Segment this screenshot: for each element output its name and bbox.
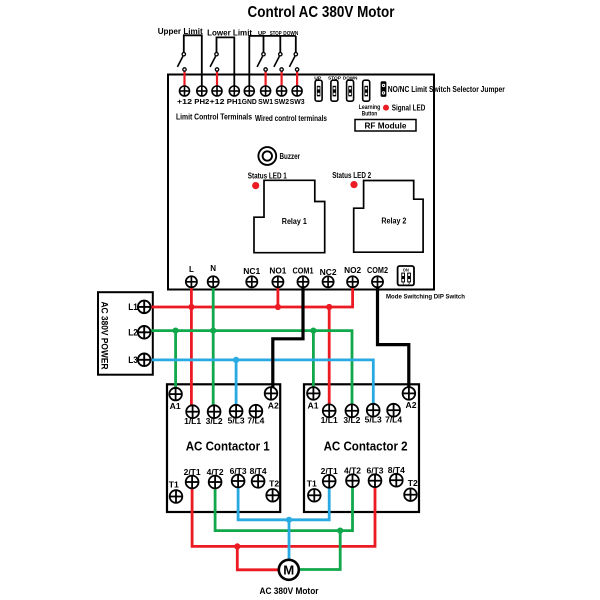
svg-text:Signal LED: Signal LED: [392, 103, 426, 112]
svg-text:Relay 2: Relay 2: [381, 217, 406, 226]
svg-text:1: 1: [402, 282, 404, 286]
svg-text:NC1: NC1: [243, 267, 261, 276]
svg-text:Status LED 2: Status LED 2: [332, 170, 371, 180]
svg-text:A2: A2: [406, 401, 418, 410]
svg-text:T1: T1: [307, 480, 318, 489]
svg-text:5/L3: 5/L3: [365, 415, 383, 424]
svg-text:COM2: COM2: [367, 266, 388, 275]
svg-text:STOP: STOP: [328, 75, 341, 80]
svg-text:8/T4: 8/T4: [388, 466, 406, 475]
svg-text:T2: T2: [269, 480, 280, 489]
svg-text:+12: +12: [177, 97, 192, 106]
svg-text:M: M: [283, 563, 294, 578]
svg-text:T2: T2: [408, 479, 419, 488]
svg-text:COM1: COM1: [293, 267, 314, 276]
svg-text:SW2: SW2: [274, 97, 289, 106]
svg-text:7/L4: 7/L4: [247, 416, 265, 425]
svg-text:AC Contactor 1: AC Contactor 1: [186, 439, 270, 454]
svg-text:UP: UP: [258, 31, 266, 37]
svg-text:Control AC 380V Motor: Control AC 380V Motor: [248, 4, 395, 21]
svg-text:UP: UP: [314, 75, 321, 80]
svg-text:AC 380V Motor: AC 380V Motor: [260, 586, 319, 597]
svg-text:3/L2: 3/L2: [206, 417, 224, 426]
svg-text:3/L2: 3/L2: [343, 416, 361, 425]
svg-text:NO1: NO1: [269, 267, 287, 276]
svg-text:Wired control terminals: Wired control terminals: [255, 114, 327, 123]
svg-text:8/T4: 8/T4: [250, 467, 268, 476]
svg-text:DOWN: DOWN: [283, 31, 298, 37]
svg-text:Mode Switching DIP Switch: Mode Switching DIP Switch: [386, 294, 465, 301]
svg-text:5/L3: 5/L3: [228, 416, 246, 425]
svg-text:6/T3: 6/T3: [230, 467, 248, 476]
svg-text:2/T1: 2/T1: [321, 467, 339, 476]
svg-text:L1: L1: [128, 302, 138, 312]
svg-text:T1: T1: [169, 481, 180, 490]
svg-text:2: 2: [408, 282, 410, 286]
svg-text:Lower Limit: Lower Limit: [207, 27, 252, 37]
svg-text:Status LED 1: Status LED 1: [248, 170, 287, 180]
svg-text:L: L: [189, 265, 194, 274]
svg-text:Upper Limit: Upper Limit: [158, 26, 203, 36]
svg-text:Learning: Learning: [359, 105, 381, 111]
svg-text:1/L1: 1/L1: [184, 417, 202, 426]
svg-text:4/T2: 4/T2: [344, 467, 362, 476]
svg-text:DOWN: DOWN: [343, 75, 358, 80]
svg-text:A1: A1: [170, 402, 182, 411]
svg-text:SW3: SW3: [290, 97, 305, 106]
svg-text:NC2: NC2: [320, 268, 338, 277]
svg-text:+12: +12: [210, 97, 225, 106]
svg-text:N: N: [210, 264, 216, 273]
svg-text:PH2: PH2: [194, 97, 209, 106]
svg-text:L2: L2: [128, 328, 138, 338]
svg-text:L3: L3: [128, 355, 138, 365]
svg-text:STOP: STOP: [270, 31, 282, 37]
svg-text:AC 380V POWER: AC 380V POWER: [99, 302, 110, 370]
svg-text:Limit Control Terminals: Limit Control Terminals: [176, 113, 252, 122]
svg-text:Button: Button: [362, 112, 378, 118]
svg-text:RF Module: RF Module: [365, 120, 407, 130]
svg-text:A1: A1: [308, 402, 320, 411]
svg-text:NO2: NO2: [344, 266, 362, 275]
svg-text:4/T2: 4/T2: [207, 468, 225, 477]
svg-text:SW1: SW1: [258, 97, 273, 106]
svg-text:Buzzer: Buzzer: [280, 152, 301, 161]
svg-text:Relay 1: Relay 1: [282, 217, 307, 226]
svg-text:ON: ON: [403, 268, 409, 273]
svg-text:AC Contactor 2: AC Contactor 2: [324, 439, 408, 454]
svg-text:A2: A2: [268, 402, 280, 411]
svg-text:PH1: PH1: [227, 97, 242, 106]
svg-text:NO/NC Limit Switch Selector Ju: NO/NC Limit Switch Selector Jumper: [388, 85, 505, 94]
svg-text:1/L1: 1/L1: [321, 416, 339, 425]
svg-text:2/T1: 2/T1: [184, 468, 202, 477]
svg-text:7/L4: 7/L4: [385, 415, 403, 424]
svg-text:GND: GND: [242, 97, 258, 106]
svg-text:6/T3: 6/T3: [367, 467, 385, 476]
